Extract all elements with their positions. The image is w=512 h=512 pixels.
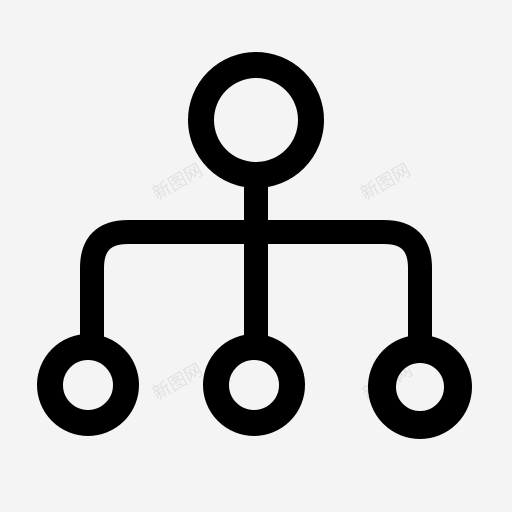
right-node-circle [368, 335, 472, 439]
left-node-circle [37, 334, 139, 436]
middle-node-circle [203, 334, 305, 436]
top-node-circle [188, 52, 324, 188]
